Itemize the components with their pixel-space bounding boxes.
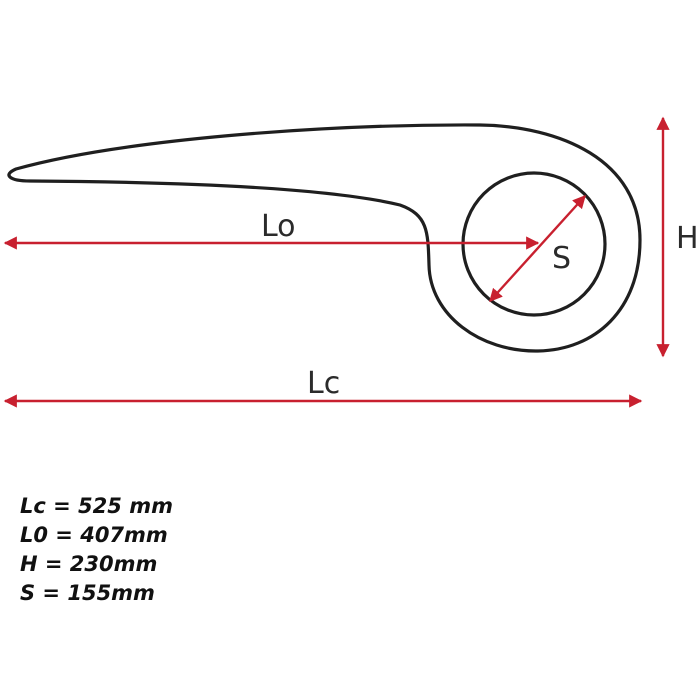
h-label: H <box>676 221 699 256</box>
lo-label: Lo <box>261 209 296 244</box>
spec-s: S = 155mm <box>20 581 155 605</box>
spec-lc: Lc = 525 mm <box>20 494 173 518</box>
chain-guard-outline <box>7 123 642 353</box>
specifications-list: Lc = 525 mm L0 = 407mm H = 230mm S = 155… <box>20 492 173 608</box>
lc-label: Lc <box>307 366 340 401</box>
s-dimension-arrow <box>489 195 586 302</box>
spec-h: H = 230mm <box>20 552 158 576</box>
spec-l0: L0 = 407mm <box>20 523 168 547</box>
s-label: S <box>552 241 571 276</box>
